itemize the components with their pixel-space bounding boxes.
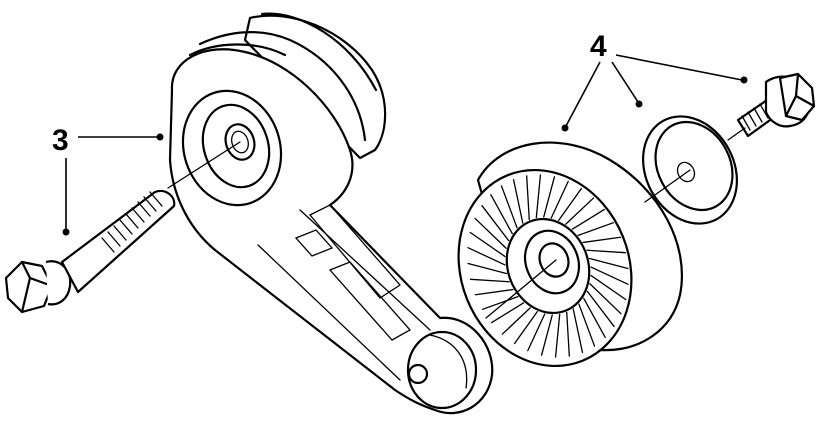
pulley-fin bbox=[554, 313, 561, 358]
pulley-fin bbox=[589, 283, 622, 315]
pulley-fin bbox=[490, 302, 525, 324]
pulley-fin bbox=[558, 187, 583, 222]
pulley-fin bbox=[500, 185, 518, 229]
pulley-fin bbox=[571, 208, 606, 230]
pulley-fin bbox=[586, 249, 627, 254]
pulley-fin bbox=[490, 194, 513, 235]
pulley-fin bbox=[566, 311, 570, 357]
pulley-fin bbox=[467, 262, 508, 275]
pulley-fin bbox=[588, 257, 629, 270]
pulley-fin bbox=[527, 313, 546, 352]
callout-3-label: 3 bbox=[52, 124, 69, 157]
pulley-fin bbox=[513, 310, 538, 345]
mounting-bolt-icon bbox=[4, 189, 176, 314]
pulley-fin bbox=[577, 222, 615, 237]
idler-pulley-icon bbox=[457, 141, 683, 368]
pulley-fin bbox=[474, 288, 514, 296]
pulley-fin bbox=[590, 266, 629, 285]
pulley-fin bbox=[586, 290, 615, 328]
pulley-fin bbox=[512, 178, 524, 224]
pulley-fin bbox=[467, 247, 506, 266]
pulley-fin bbox=[540, 314, 553, 356]
pulley-fin bbox=[583, 297, 606, 338]
pulley-fin bbox=[582, 236, 622, 244]
pulley-fin bbox=[481, 204, 510, 242]
pulley-bolt-icon bbox=[736, 72, 816, 138]
pulley-fin bbox=[469, 231, 506, 258]
pulley-fin bbox=[481, 295, 519, 310]
pulley-fin bbox=[526, 175, 530, 221]
pulley-fin bbox=[469, 278, 510, 283]
tensioner-arm-icon bbox=[168, 12, 494, 415]
pulley-fin bbox=[501, 307, 531, 335]
pulley-fin bbox=[590, 274, 627, 301]
callout-4-label: 4 bbox=[590, 30, 607, 63]
pulley-fin bbox=[474, 217, 507, 249]
pulley-fin bbox=[550, 180, 569, 219]
callout-3: 3 bbox=[52, 124, 164, 236]
pulley-fin bbox=[543, 176, 556, 218]
callout-4: 4 bbox=[561, 30, 748, 132]
pulley-fin bbox=[535, 174, 542, 219]
pulley-fin bbox=[572, 308, 584, 354]
pulley-fin bbox=[578, 303, 596, 347]
pulley-fin bbox=[565, 197, 595, 225]
